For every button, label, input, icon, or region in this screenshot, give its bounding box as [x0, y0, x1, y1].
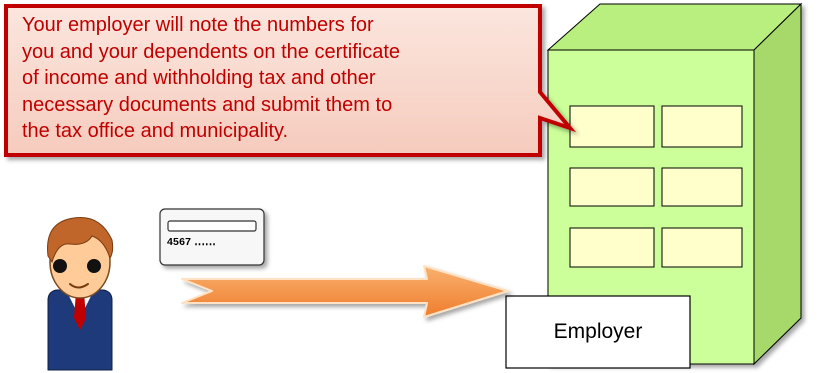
callout-line: the tax office and municipality. [22, 120, 289, 142]
callout-line: of income and withholding tax and other [22, 67, 376, 89]
callout-line: you and your dependents on the certifica… [22, 40, 401, 63]
building-window [569, 167, 655, 207]
building-window [569, 227, 655, 268]
employer-label: Employer [553, 320, 643, 343]
callout-line: necessary documents and submit them to [22, 93, 393, 116]
building-window [661, 227, 743, 268]
speech-callout [4, 4, 577, 157]
building-window [661, 105, 743, 148]
callout-text: Your employer will note the numbers for … [22, 12, 542, 145]
card-number-text: 4567 ‥‥‥ [167, 236, 216, 248]
employer-label-box [505, 295, 691, 369]
person-tie [74, 292, 86, 330]
building-side [753, 2, 802, 366]
building-window [661, 167, 743, 207]
card-stripe [167, 220, 257, 232]
callout-line: Your employer will note the numbers for [22, 14, 374, 36]
person-hair [47, 216, 114, 264]
building-window [569, 105, 655, 148]
person-mouth [69, 283, 89, 289]
arrow-shape [181, 265, 509, 318]
person-eye-left [53, 259, 67, 273]
transfer-arrow [181, 265, 509, 318]
callout-bubble [4, 4, 577, 157]
id-card [159, 208, 265, 266]
person-figure [47, 216, 114, 371]
person-eye-right [87, 259, 101, 273]
